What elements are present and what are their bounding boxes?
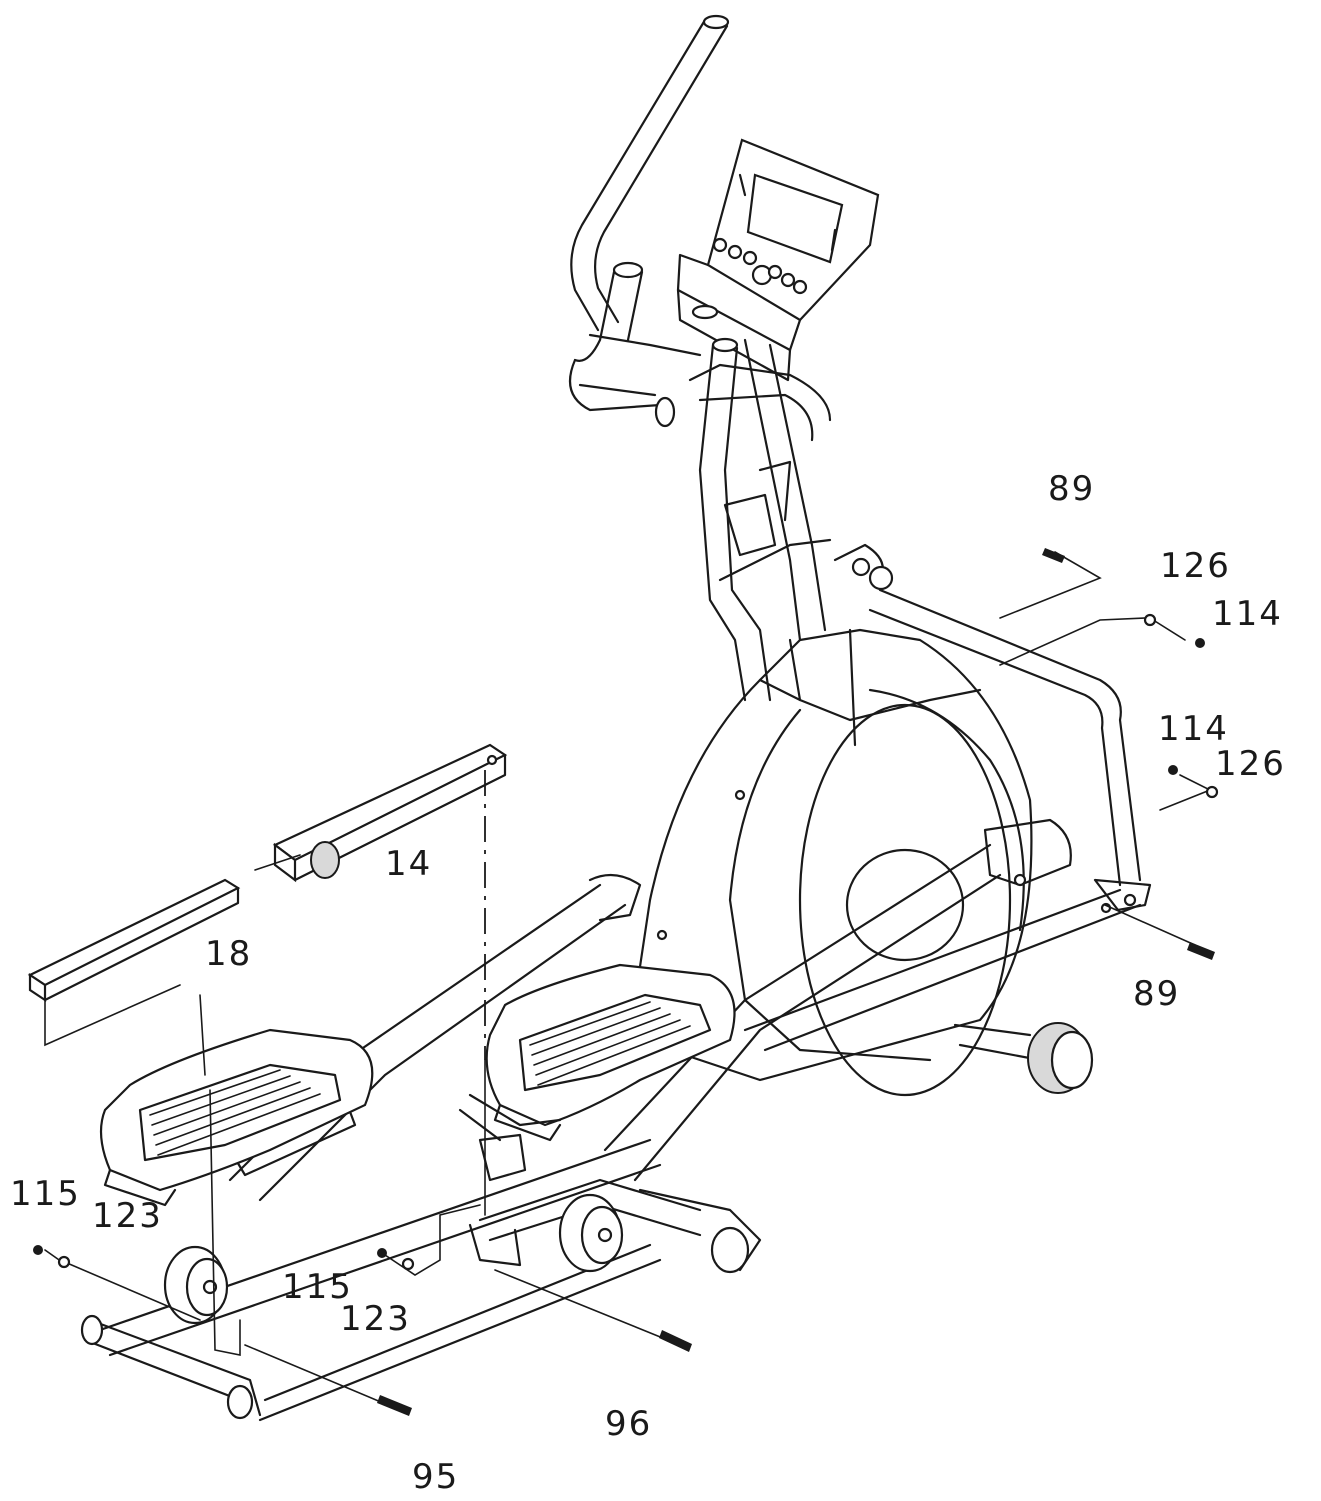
upper-handlebar (570, 14, 730, 332)
base-frame (80, 1093, 762, 1422)
front-wheels (163, 1193, 624, 1325)
callout-123-center: 123 (340, 1299, 411, 1339)
callout-123-left: 123 (92, 1196, 163, 1236)
part-18-rail (27, 878, 241, 1003)
console (676, 138, 880, 382)
callout-96: 96 (605, 1404, 652, 1444)
right-pedal (485, 963, 736, 1142)
part-14-rail (272, 743, 508, 883)
front-handlebars (568, 261, 832, 442)
callout-89-bottom: 89 (1133, 974, 1180, 1014)
rear-frame-arm (868, 588, 1152, 914)
rear-stabilizer (953, 1022, 1094, 1094)
hardware (33, 548, 1219, 1416)
callout-114-top: 114 (1212, 594, 1283, 634)
callout-114-middle: 114 (1158, 709, 1229, 749)
callout-14: 14 (385, 844, 432, 884)
callout-labels: 89 126 114 114 126 14 18 89 115 123 115 … (10, 469, 1286, 1497)
callout-89-top: 89 (1048, 469, 1095, 509)
mast-column (698, 338, 894, 702)
left-pedal (99, 1028, 374, 1207)
callout-126-top: 126 (1160, 546, 1231, 586)
callout-115-center: 115 (282, 1267, 353, 1307)
callout-115-left: 115 (10, 1174, 81, 1214)
right-pedal-arm (603, 818, 1142, 1182)
flywheel-housing (633, 628, 1033, 1097)
callout-126-middle: 126 (1215, 744, 1286, 784)
callout-18: 18 (205, 934, 252, 974)
callout-95: 95 (412, 1457, 459, 1496)
